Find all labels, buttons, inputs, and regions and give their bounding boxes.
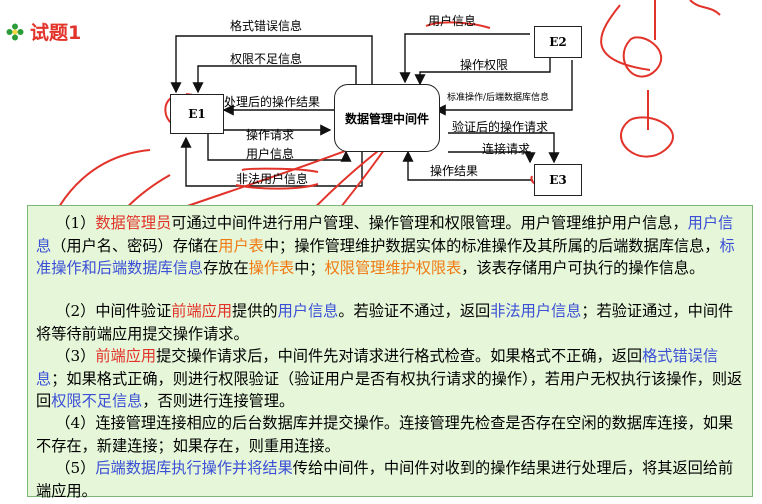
paragraph-5: （5）后端数据库执行操作并将结果传给中间件，中间件对收到的操作结果进行处理后，将… — [36, 457, 746, 502]
paragraph-4: （4）连接管理连接相应的后台数据库并提交操作。连接管理先检查是否存在空闲的数据库… — [36, 412, 746, 457]
p2-text-c: 。若验证不通过，返回 — [338, 302, 491, 320]
flow-operation-permission: 操作权限 — [460, 58, 509, 72]
p5-backend: 后端数据库执行操作并将结果 — [95, 459, 293, 477]
p1-perm-table: 权限管理维护权限表 — [324, 259, 462, 277]
p2-text-d: ；若验证通过，中间件将等待前端应用提交操作请求。 — [36, 302, 734, 343]
p1-user-info: 用户信息 — [36, 214, 734, 255]
p2-text-a: （2）中间件验证 — [55, 302, 172, 320]
slide-title-group: 试题1 — [6, 18, 81, 45]
p1-admin: 数据管理员 — [95, 214, 172, 232]
p1-text-e: 中； — [294, 259, 325, 277]
p4-text: （4）连接管理连接相应的后台数据库并提交操作。连接管理先检查是否存在空闲的数据库… — [36, 414, 734, 455]
entity-e2: E2 — [534, 26, 582, 58]
flow-operation-result: 操作结果 — [430, 164, 479, 178]
p3-text-c: ，否则进行连接管理。 — [142, 392, 295, 410]
p2-user-info: 用户信息 — [277, 302, 339, 320]
flower-bullet-icon — [6, 23, 24, 40]
entity-e3-label: E3 — [549, 173, 567, 187]
process-middleware: 数据管理中间件 — [334, 84, 440, 152]
entity-e1: E1 — [170, 94, 224, 134]
flow-permission-insufficient: 权限不足信息 — [230, 52, 303, 66]
entity-e3: E3 — [534, 164, 582, 196]
paragraph-1: （1）数据管理员可通过中间件进行用户管理、操作管理和权限管理。用户管理维护用户信… — [36, 212, 746, 280]
process-middleware-label: 数据管理中间件 — [344, 111, 429, 126]
p3-format-error: 格式错误信息 — [36, 347, 719, 388]
p3-text-b: ；如果格式正确，则进行权限验证（验证用户是否有权执行请求的操作），若用户无权执行… — [36, 369, 743, 411]
p1-text-d: 存放在 — [203, 259, 249, 277]
flow-connect-request: 连接请求 — [482, 142, 531, 156]
p2-text-b: 提供的 — [232, 302, 278, 320]
flow-processed-result: 处理后的操作结果 — [224, 95, 321, 109]
p2-illegal-user: 非法用户信息 — [490, 302, 582, 320]
p5-num: （5） — [55, 459, 96, 477]
p1-text-f: ，该表存储用户可执行的操作信息。 — [461, 259, 705, 277]
description-panel: （1）数据管理员可通过中间件进行用户管理、操作管理和权限管理。用户管理维护用户信… — [27, 205, 753, 500]
slide-title: 试题1 — [30, 22, 82, 44]
p3-perm-insufficient: 权限不足信息 — [51, 392, 143, 410]
p1-user-table: 用户表 — [218, 236, 264, 255]
p1-std-ops: 标准操作和后端数据库信息 — [36, 236, 735, 278]
paragraph-3: （3）前端应用提交操作请求后，中间件先对请求进行格式检查。如果格式不正确，返回格… — [36, 345, 746, 413]
flow-illegal-user-info: 非法用户信息 — [236, 172, 309, 186]
p1-text-c: 中；操作管理维护数据实体的标准操作及其所属的后端数据库信息， — [263, 236, 720, 255]
p5-text: 传给中间件，中间件对收到的操作结果进行处理后，将其返回给前端应用。 — [36, 459, 734, 500]
p1-text-b: （用户名、密码）存储在 — [51, 236, 219, 255]
p3-text-a: 提交操作请求后，中间件先对请求进行格式检查。如果格式不正确，返回 — [156, 347, 643, 365]
entity-e1-label: E1 — [188, 107, 206, 121]
flow-verified-request: 验证后的操作请求 — [452, 120, 549, 134]
flow-user-info-e2: 用户信息 — [428, 14, 477, 28]
flow-standard-operations: 标准操作/后端数据库信息 — [447, 93, 550, 103]
flow-format-error: 格式错误信息 — [230, 19, 303, 33]
paragraph-2: （2）中间件验证前端应用提供的用户信息。若验证不通过，返回非法用户信息；若验证通… — [36, 300, 746, 345]
entity-e2-label: E2 — [549, 35, 567, 49]
p1-text-a: 可通过中间件进行用户管理、操作管理和权限管理。用户管理维护用户信息， — [171, 214, 688, 232]
p1-num: （1） — [55, 214, 96, 232]
p3-frontend: 前端应用 — [95, 347, 157, 365]
p3-num: （3） — [55, 347, 96, 365]
flow-user-info-e1: 用户信息 — [246, 147, 295, 161]
p1-op-table: 操作表 — [248, 259, 295, 277]
flow-operation-request: 操作请求 — [246, 128, 295, 142]
p2-frontend: 前端应用 — [171, 302, 233, 320]
